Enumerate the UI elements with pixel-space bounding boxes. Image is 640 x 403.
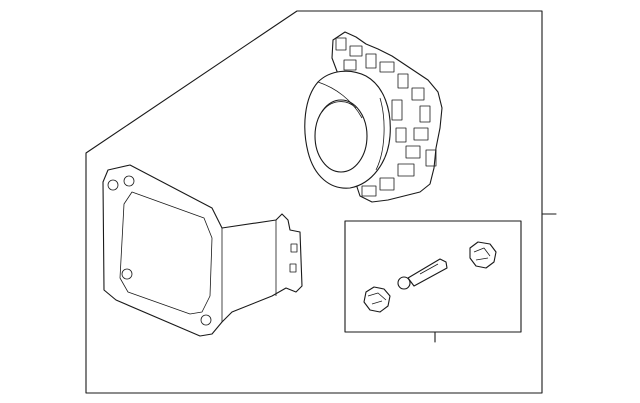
bulb-socket-icon [363, 286, 391, 313]
bulb-kit-box-icon [344, 220, 522, 343]
clip-icon [469, 241, 497, 269]
bulb-icon [397, 258, 448, 290]
fog-lamp-assembly-icon [304, 31, 443, 203]
mounting-bracket-icon [102, 164, 303, 337]
assembly-frame [85, 10, 543, 394]
